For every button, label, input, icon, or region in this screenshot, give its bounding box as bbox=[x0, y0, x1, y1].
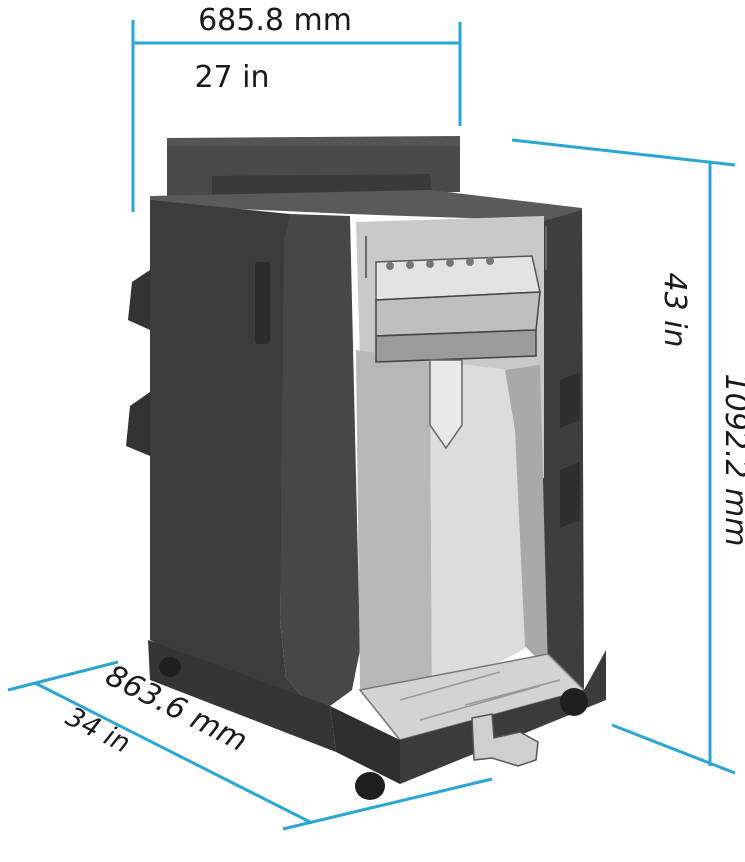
base-pedestal-front bbox=[330, 706, 400, 784]
center-guide-arrow bbox=[429, 359, 463, 450]
base-pedestal-left bbox=[148, 640, 336, 752]
dimension-lines bbox=[7, 20, 736, 831]
caster-rear-left bbox=[159, 657, 181, 677]
top-tray-inner bbox=[212, 174, 432, 196]
base-pedestal-right bbox=[400, 650, 606, 784]
finisher-illustration bbox=[126, 136, 606, 800]
right-side-bumps bbox=[560, 372, 580, 528]
base-tray-rails bbox=[399, 671, 561, 721]
top-deck bbox=[150, 190, 582, 222]
right-frame-panel bbox=[540, 210, 584, 690]
height-extension-bottom bbox=[611, 723, 736, 775]
depth-dimension-line bbox=[34, 681, 313, 825]
depth-imperial-label: 34 in bbox=[61, 701, 135, 759]
interior-center-wall bbox=[430, 360, 540, 700]
front-door-panel bbox=[280, 214, 360, 706]
top-tray-lid bbox=[167, 136, 460, 146]
height-extension-top bbox=[511, 138, 736, 167]
caster-front-left bbox=[355, 772, 385, 800]
height-imperial-label: 43 in bbox=[657, 272, 692, 347]
lower-output-bin bbox=[126, 392, 150, 456]
depth-extension-left bbox=[7, 660, 119, 692]
left-side-panel bbox=[150, 200, 330, 706]
front-door-handle bbox=[255, 262, 270, 344]
interior-left-wall bbox=[356, 350, 432, 700]
caster-wheels bbox=[159, 657, 588, 800]
width-imperial-label: 27 in bbox=[194, 60, 269, 95]
width-metric-label: 685.8 mm bbox=[198, 3, 352, 38]
caster-front-right bbox=[560, 688, 588, 716]
top-tray-assembly bbox=[150, 136, 582, 222]
front-bracket bbox=[471, 713, 539, 767]
interior-right-wall bbox=[505, 365, 548, 670]
upper-output-bin bbox=[128, 270, 150, 330]
depth-extension-right bbox=[282, 777, 493, 831]
paper-path-mechanism bbox=[365, 226, 547, 363]
height-metric-label: 1092.2 mm bbox=[718, 374, 745, 547]
